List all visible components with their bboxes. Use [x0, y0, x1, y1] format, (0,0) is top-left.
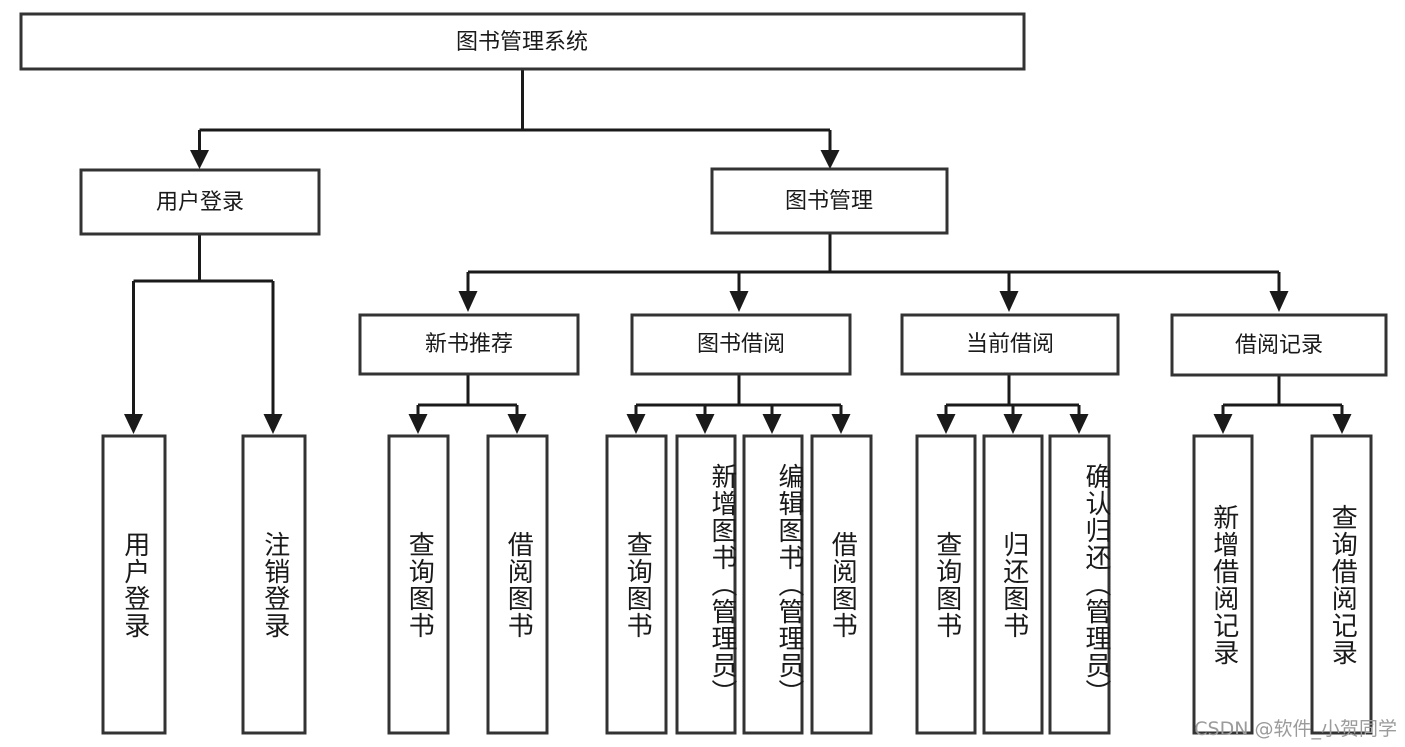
node-label-current-borrow: 当前借阅	[966, 332, 1054, 357]
node-label-root: 图书管理系统	[456, 30, 588, 55]
node-box-leaf-query-book-1[interactable]	[387, 434, 450, 735]
arrow-to-leaf-query-record	[1332, 414, 1352, 434]
node-box-leaf-logout-login[interactable]	[241, 434, 307, 735]
node-box-book-management[interactable]	[710, 167, 949, 235]
node-box-new-book-recommend[interactable]	[358, 313, 580, 376]
node-label-book-borrow: 图书借阅	[697, 332, 785, 357]
arrow-to-leaf-add-record	[1213, 414, 1233, 434]
arrow-to-borrow-record	[1269, 291, 1289, 312]
node-box-root[interactable]	[19, 12, 1026, 71]
node-box-book-borrow[interactable]	[630, 313, 852, 376]
arrow-to-book-borrow	[729, 291, 749, 312]
arrow-to-leaf-query-book-2	[626, 414, 646, 434]
node-layer: 图书管理系统 用户登录 图书管理 新书推荐 图书借阅 当前借阅 借阅记录	[19, 12, 1388, 735]
node-box-borrow-record[interactable]	[1170, 313, 1388, 377]
arrow-to-leaf-logout-login	[263, 414, 283, 434]
arrow-to-leaf-user-login	[124, 414, 143, 434]
node-label-book-management: 图书管理	[785, 189, 873, 214]
node-box-leaf-borrow-book-2[interactable]	[810, 434, 873, 735]
node-box-leaf-confirm-return[interactable]	[1048, 434, 1111, 735]
arrow-to-leaf-query-book-3	[936, 414, 956, 434]
node-box-leaf-return-book[interactable]	[982, 434, 1044, 735]
node-box-leaf-query-record[interactable]	[1310, 434, 1373, 735]
node-box-leaf-add-record[interactable]	[1192, 434, 1254, 735]
node-box-leaf-query-book-3[interactable]	[915, 434, 977, 735]
arrow-to-new-book-recommend	[458, 291, 478, 312]
node-box-leaf-edit-book[interactable]	[742, 434, 804, 735]
arrow-to-leaf-confirm-return	[1069, 414, 1089, 434]
node-box-leaf-borrow-book-1[interactable]	[486, 434, 549, 735]
arrow-to-leaf-edit-book	[762, 414, 782, 434]
arrow-to-user-login	[190, 150, 209, 169]
edge-layer	[124, 69, 1352, 434]
node-label-borrow-record: 借阅记录	[1235, 333, 1323, 358]
arrow-to-leaf-return-book	[1003, 414, 1023, 434]
node-box-user-login[interactable]	[79, 168, 321, 236]
arrow-to-current-borrow	[999, 291, 1019, 312]
node-label-user-login: 用户登录	[156, 190, 244, 215]
node-box-leaf-add-book[interactable]	[675, 434, 737, 735]
node-label-new-book-recommend: 新书推荐	[425, 332, 513, 357]
arrow-to-leaf-query-book-1	[408, 414, 428, 434]
node-box-leaf-user-login[interactable]	[101, 434, 167, 735]
arrow-to-leaf-borrow-book-1	[507, 414, 527, 434]
watermark-text: CSDN @软件_小贺同学	[1194, 718, 1397, 740]
arrow-to-leaf-borrow-book-2	[831, 414, 851, 434]
arrow-to-leaf-add-book	[695, 414, 715, 434]
node-box-current-borrow[interactable]	[900, 313, 1120, 376]
node-box-leaf-query-book-2[interactable]	[605, 434, 668, 735]
arrow-to-book-management	[820, 150, 840, 169]
